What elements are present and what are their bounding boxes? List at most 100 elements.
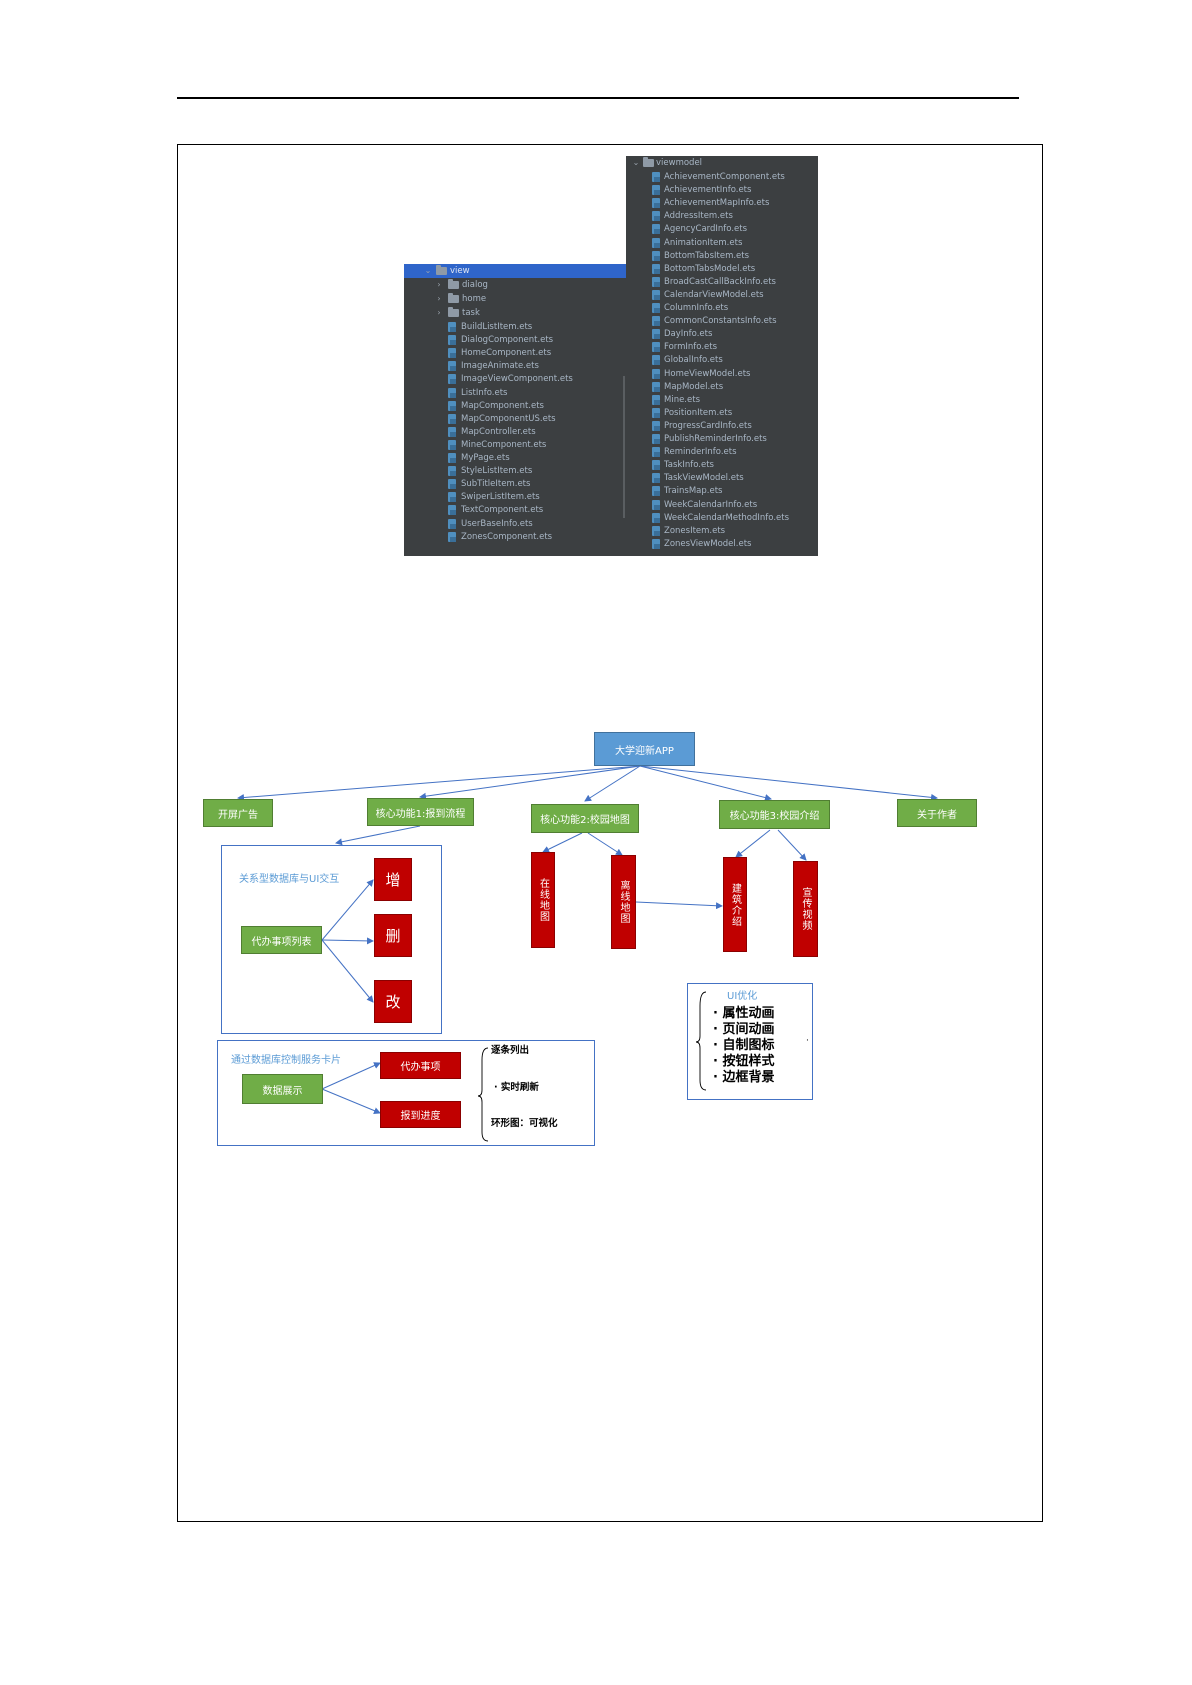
tree-row-file[interactable]: MapModel.ets (626, 380, 818, 394)
file-icon (652, 329, 660, 340)
tree-row-file[interactable]: AchievementInfo.ets (626, 183, 818, 197)
tree-row-file[interactable]: ZonesItem.ets (626, 524, 818, 538)
tree-row-file[interactable]: WeekCalendarMethodInfo.ets (626, 511, 818, 525)
connector (321, 879, 374, 941)
tree-label: home (462, 294, 487, 304)
tree-label: DayInfo.ets (664, 329, 713, 340)
tree-row-file[interactable]: FormInfo.ets (626, 340, 818, 354)
file-icon (652, 198, 660, 209)
tree-row-file[interactable]: GlobalInfo.ets (626, 353, 818, 367)
tree-row-file[interactable]: ImageAnimate.ets (404, 359, 626, 373)
file-icon (652, 512, 660, 523)
panel-title: 关系型数据库与UI交互 (239, 874, 340, 885)
node-building-intro: 建筑介绍 (723, 857, 747, 952)
tree-label: TextComponent.ets (461, 505, 544, 516)
node-promo-video: 宣传视频 (793, 861, 818, 957)
connector (321, 939, 374, 1003)
tree-row-file[interactable]: TextComponent.ets (404, 503, 626, 517)
file-icon (652, 420, 660, 431)
tree-row-file[interactable]: MapController.ets (404, 425, 626, 439)
root-node: 大学迎新APP (594, 732, 695, 766)
tree-row-file[interactable]: TaskInfo.ets (626, 458, 818, 472)
tree-label: MyPage.ets (461, 453, 510, 463)
tree-row-file[interactable]: AnimationItem.ets (626, 236, 818, 250)
folder-icon (448, 279, 459, 289)
brace-icon (477, 1047, 489, 1142)
tree-row-file[interactable]: CalendarViewModel.ets (626, 288, 818, 302)
tree-row-file[interactable]: BroadCastCallBackInfo.ets (626, 275, 818, 289)
tree-label: BottomTabsItem.ets (664, 250, 750, 261)
tree-row-file[interactable]: ZonesViewModel.ets (626, 537, 818, 551)
tree-row-folder[interactable]: › task (404, 306, 626, 320)
tree-row-file[interactable]: StyleListItem.ets (404, 464, 626, 478)
file-icon (652, 407, 660, 418)
tree-row-file[interactable]: HomeViewModel.ets (626, 367, 818, 381)
tree-label: TrainsMap.ets (664, 486, 723, 497)
node-checkin-progress: 报到进度 (380, 1101, 461, 1128)
tree-label: TaskInfo.ets (664, 460, 714, 471)
tree-row-file[interactable]: AgencyCardInfo.ets (626, 222, 818, 236)
file-icon (448, 505, 456, 516)
ui-item: · 自制图标 (713, 1038, 775, 1053)
chevron-right-icon: › (437, 280, 441, 289)
tree-row-file[interactable]: TaskViewModel.ets (626, 471, 818, 485)
file-icon (448, 439, 456, 450)
ui-item: · 页间动画 (713, 1022, 775, 1037)
tree-row-file[interactable]: MapComponentUS.ets (404, 412, 626, 426)
tree-row-view-folder[interactable]: ⌄ view (404, 264, 626, 278)
tree-row-file[interactable]: BottomTabsItem.ets (626, 249, 818, 263)
tree-row-file[interactable]: MapComponent.ets (404, 399, 626, 413)
tree-row-file[interactable]: ImageViewComponent.ets (404, 372, 626, 386)
tree-row-file[interactable]: TrainsMap.ets (626, 484, 818, 498)
tree-row-file[interactable]: DayInfo.ets (626, 327, 818, 341)
tree-label: DialogComponent.ets (461, 335, 554, 346)
tree-label: AgencyCardInfo.ets (664, 224, 748, 235)
tree-row-file[interactable]: MyPage.ets (404, 451, 626, 465)
connector (237, 765, 641, 802)
scrollbar-thumb[interactable] (623, 376, 625, 518)
node-delete: 删 (374, 914, 412, 957)
node-core-2: 核心功能2:校园地图 (531, 804, 639, 833)
chevron-down-icon: ⌄ (424, 266, 432, 275)
tree-label: PublishReminderInfo.ets (664, 434, 767, 444)
tree-row-folder[interactable]: › dialog (404, 278, 626, 292)
tree-row-file[interactable]: AchievementMapInfo.ets (626, 196, 818, 210)
note-refresh: · 实时刷新 (494, 1082, 539, 1093)
tree-label: AchievementComponent.ets (664, 172, 785, 182)
chevron-down-icon: ⌄ (632, 158, 640, 167)
tree-row-file[interactable]: ColumnInfo.ets (626, 301, 818, 315)
tree-row-file[interactable]: Mine.ets (626, 393, 818, 407)
tree-label: StyleListItem.ets (461, 466, 533, 477)
tree-row-file[interactable]: AddressItem.ets (626, 209, 818, 223)
tree-row-file[interactable]: BuildListItem.ets (404, 320, 626, 334)
panel-title: 通过数据库控制服务卡片 (231, 1055, 341, 1066)
tree-row-viewmodel-folder[interactable]: ⌄ viewmodel (626, 156, 818, 170)
brace-icon (695, 991, 707, 1091)
tree-row-file[interactable]: CommonConstantsInfo.ets (626, 314, 818, 328)
tree-row-file[interactable]: UserBaseInfo.ets (404, 517, 626, 531)
tree-row-file[interactable]: WeekCalendarInfo.ets (626, 498, 818, 512)
node-todo-items: 代办事项 (380, 1052, 461, 1079)
connector (321, 937, 374, 945)
tree-row-folder[interactable]: › home (404, 292, 626, 306)
panel-ui-optimization (687, 983, 813, 1100)
ide-tree-view: ⌄ view › dialog › home › task BuildListI… (404, 264, 626, 556)
tree-row-file[interactable]: SubTitleItem.ets (404, 477, 626, 491)
tree-row-file[interactable]: DialogComponent.ets (404, 333, 626, 347)
tree-row-file[interactable]: PublishReminderInfo.ets (626, 432, 818, 446)
tree-row-file[interactable]: ProgressCardInfo.ets (626, 419, 818, 433)
file-icon (652, 276, 660, 287)
file-icon (652, 263, 660, 274)
tree-row-file[interactable]: ListInfo.ets (404, 386, 626, 400)
tree-row-file[interactable]: PositionItem.ets (626, 406, 818, 420)
tree-label: ColumnInfo.ets (664, 303, 729, 313)
tree-row-file[interactable]: BottomTabsModel.ets (626, 262, 818, 276)
tree-row-file[interactable]: ReminderInfo.ets (626, 445, 818, 459)
tree-label: HomeComponent.ets (461, 348, 552, 359)
tree-row-file[interactable]: ZonesComponent.ets (404, 530, 626, 544)
tree-row-file[interactable]: MineComponent.ets (404, 438, 626, 452)
folder-icon (643, 157, 654, 167)
tree-row-file[interactable]: AchievementComponent.ets (626, 170, 818, 184)
tree-row-file[interactable]: SwiperListItem.ets (404, 490, 626, 504)
tree-row-file[interactable]: HomeComponent.ets (404, 346, 626, 360)
